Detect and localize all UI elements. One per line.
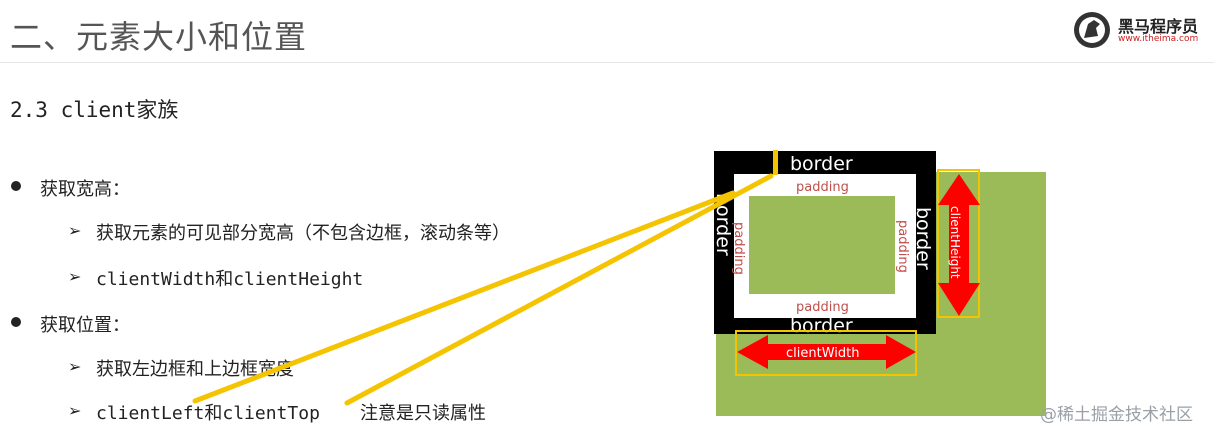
arrow-bullet-icon: ➢: [68, 221, 82, 240]
client-width-label: clientWidth: [786, 346, 859, 361]
pointer-line-client-top: [344, 173, 774, 406]
border-label-left: border: [712, 193, 734, 256]
bullet-label-position: 获取位置：: [40, 315, 130, 336]
client-height-highlight: [937, 169, 980, 318]
watermark: @稀土掘金技术社区: [1040, 405, 1193, 425]
logo: 黑马程序员 www.itheima.com: [1072, 8, 1210, 52]
logo-name: 黑马程序员: [1118, 17, 1199, 36]
bullet-label-size: 获取宽高：: [40, 179, 130, 200]
horse-logo-icon: [1074, 12, 1110, 48]
subitem-visible-size: 获取元素的可见部分宽高（不包含边框，滚动条等）: [96, 223, 510, 244]
header-bar: 二、元素大小和位置 黑马程序员 www.itheima.com: [0, 0, 1214, 63]
border-label-bottom: border: [790, 315, 853, 337]
padding-label-bottom: padding: [796, 300, 849, 315]
arrow-bullet-icon: ➢: [68, 267, 82, 286]
logo-url: www.itheima.com: [1118, 34, 1199, 44]
bullet-dot: [11, 317, 21, 327]
page-title: 二、元素大小和位置: [10, 18, 308, 56]
subitem-client-left-top: clientLeft和clientTop: [96, 403, 320, 424]
section-title: 2.3 client家族: [10, 98, 179, 122]
client-width-highlight: [735, 330, 917, 376]
client-top-marker: [773, 150, 778, 175]
border-label-right: border: [912, 207, 934, 270]
arrow-bullet-icon: ➢: [68, 401, 82, 420]
subitem-client-width-height: clientWidth和clientHeight: [96, 269, 364, 290]
border-label-top: border: [790, 153, 853, 175]
subitem-readonly-note: 注意是只读属性: [360, 403, 486, 424]
arrow-bullet-icon: ➢: [68, 357, 82, 376]
client-height-label: clientHeight: [948, 206, 962, 279]
padding-label-top: padding: [796, 180, 849, 195]
padding-label-left: padding: [731, 222, 746, 275]
bullet-dot: [11, 181, 21, 191]
padding-label-right: padding: [895, 220, 910, 273]
pointer-line-client-left: [192, 190, 736, 404]
content-area: [749, 196, 895, 294]
client-height-arrow: [938, 174, 980, 316]
client-width-arrow: [737, 335, 916, 369]
subitem-border-width: 获取左边框和上边框宽度: [96, 359, 294, 380]
